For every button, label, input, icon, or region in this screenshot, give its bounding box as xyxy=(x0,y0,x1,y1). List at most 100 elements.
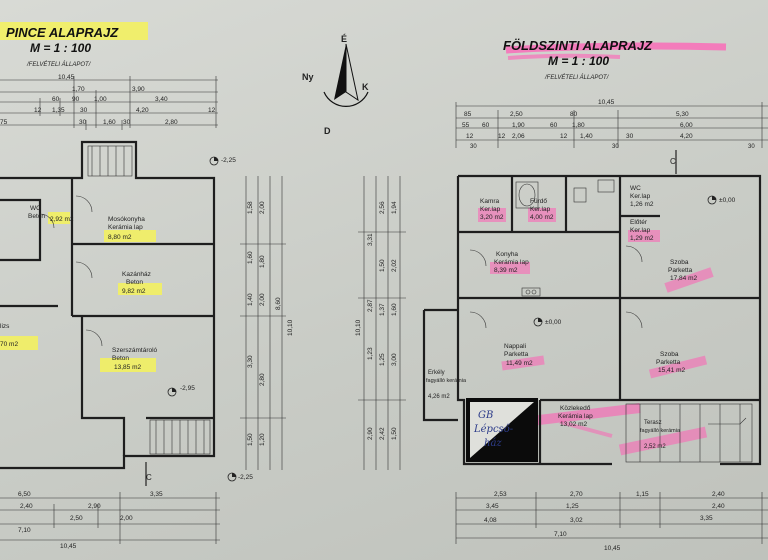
right-dim: 2,02 xyxy=(391,259,398,272)
left-dim: 2,80 xyxy=(165,119,178,126)
left-dim: 2,00 xyxy=(120,515,133,522)
right-dim: 2,90 xyxy=(367,427,374,440)
right-dim: 1,80 xyxy=(572,122,585,129)
stairwell-note-area xyxy=(470,402,534,458)
left-dim: 2,00 xyxy=(259,293,266,306)
room-area: 70 m2 xyxy=(0,341,18,348)
svg-text:Szoba: Szoba xyxy=(660,351,679,358)
right-left-dimension-lines xyxy=(358,176,406,470)
right-dim: 4,08 xyxy=(484,517,497,524)
svg-text:Lépcső-: Lépcső- xyxy=(473,424,514,435)
right-dim: 1,94 xyxy=(391,201,398,214)
left-dim: 10,45 xyxy=(60,543,77,550)
east-label: K xyxy=(362,82,369,92)
svg-text:Konyha: Konyha xyxy=(496,251,518,258)
svg-text:Parketta: Parketta xyxy=(504,351,529,358)
right-room-szoba-1: Szoba Parketta 17,84 m2 xyxy=(668,259,697,282)
svg-text:Ker.lap: Ker.lap xyxy=(630,193,651,200)
svg-text:ház: ház xyxy=(484,438,502,449)
svg-text:WC: WC xyxy=(630,185,641,192)
svg-text:Beton: Beton xyxy=(112,355,129,362)
right-dim: 12 xyxy=(498,133,506,140)
right-dim: 1,15 xyxy=(636,491,649,498)
right-dim: 3,35 xyxy=(700,515,713,522)
svg-text:±0,00: ±0,00 xyxy=(719,197,736,204)
level-mark-icon: -2,25 xyxy=(209,156,236,166)
right-dim: 85 xyxy=(464,111,472,118)
right-dim: 3,45 xyxy=(486,503,499,510)
left-dim: 60 xyxy=(52,96,60,103)
room-area: 8,80 m2 xyxy=(108,234,132,241)
right-plan-status: /FELVÉTELI ÁLLAPOT/ xyxy=(544,74,610,81)
left-bottom-dimension-lines xyxy=(0,492,220,544)
room-area: 8,39 m2 xyxy=(494,267,518,274)
svg-text:C: C xyxy=(670,157,676,166)
left-dim: 3,35 xyxy=(150,491,163,498)
right-dim: 4,20 xyxy=(680,133,693,140)
left-plan: PINCE ALAPRAJZ M = 1 : 100 /FELVÉTELI ÁL… xyxy=(0,25,294,550)
room-area: 11,49 m2 xyxy=(506,360,533,367)
level-mark-icon: ±0,00 xyxy=(533,317,562,327)
room-area: 4,00 m2 xyxy=(530,214,554,221)
left-dim: 2,80 xyxy=(259,373,266,386)
right-dim: 30 xyxy=(748,144,755,150)
left-dim: 1,70 xyxy=(72,86,85,93)
right-dim: 2,06 xyxy=(512,133,525,140)
right-dim: 60 xyxy=(550,122,558,129)
left-plan-stairs xyxy=(39,145,211,455)
room-area: 13,85 m2 xyxy=(114,364,141,371)
svg-text:Kerámia lap: Kerámia lap xyxy=(558,413,593,420)
svg-text:Kerámia lap: Kerámia lap xyxy=(108,224,143,231)
svg-text:Ker.lap: Ker.lap xyxy=(530,206,551,213)
right-dim: 2,50 xyxy=(510,111,523,118)
svg-text:Fürdő: Fürdő xyxy=(530,198,547,205)
svg-text:Beton: Beton xyxy=(28,213,45,220)
right-room-konyha: Konyha Kerámia lap 8,39 m2 xyxy=(494,251,529,274)
section-mark-c: C xyxy=(145,462,152,486)
right-plan-title: FÖLDSZINTI ALAPRAJZ xyxy=(503,38,653,53)
left-plan-status: /FELVÉTELI ÁLLAPOT/ xyxy=(26,61,92,68)
room-area: 2,52 m2 xyxy=(644,444,666,450)
svg-text:Parketta: Parketta xyxy=(656,359,681,366)
left-dim: 30 xyxy=(80,107,88,114)
left-dim: 12 xyxy=(208,107,216,114)
left-dim: 1,60 xyxy=(247,251,254,264)
svg-text:Erkély: Erkély xyxy=(428,370,445,376)
right-dim: 80 xyxy=(570,111,578,118)
south-label: D xyxy=(324,126,331,136)
room-area: 15,41 m2 xyxy=(658,367,685,374)
svg-text:Előtér: Előtér xyxy=(630,219,648,226)
left-dim: 10,10 xyxy=(287,319,294,336)
room-area: 17,84 m2 xyxy=(670,275,697,282)
left-dim: 3,90 xyxy=(132,86,145,93)
left-dim: 30 xyxy=(123,119,131,126)
left-dim: 1,58 xyxy=(247,201,254,214)
left-dim: 90 xyxy=(72,96,80,103)
left-dim: 3,40 xyxy=(155,96,168,103)
left-dim: 3,30 xyxy=(247,355,254,368)
svg-text:Szoba: Szoba xyxy=(670,259,689,266)
svg-text:Parketta: Parketta xyxy=(668,267,693,274)
north-arrow-icon: É Ny K D xyxy=(302,34,369,136)
left-dim: 2,00 xyxy=(259,201,266,214)
left-dim: 1,60 xyxy=(103,119,116,126)
right-dim: 6,00 xyxy=(680,122,693,129)
left-dim: 1,00 xyxy=(94,96,107,103)
right-dim: 3,31 xyxy=(367,233,374,246)
section-mark-c: C xyxy=(670,150,677,174)
right-dim: 10,10 xyxy=(355,319,362,336)
left-dim: 1,40 xyxy=(247,293,254,306)
right-dim: 10,45 xyxy=(598,99,615,106)
left-plan-scale: M = 1 : 100 xyxy=(30,41,91,55)
right-dim: 30 xyxy=(612,144,619,150)
right-room-kamra: Kamra Ker.lap 3,20 m2 xyxy=(480,198,504,221)
left-dim: 1,20 xyxy=(259,433,266,446)
right-dim: 1,40 xyxy=(580,133,593,140)
left-dim: 2,90 xyxy=(88,503,101,510)
svg-text:-2,25: -2,25 xyxy=(221,157,236,164)
left-dim: 4,20 xyxy=(136,107,149,114)
right-room-erkely: Erkély fagyálló kerámia 4,26 m2 xyxy=(426,370,467,400)
svg-text:Kerámia lap: Kerámia lap xyxy=(494,259,529,266)
svg-text:-2,25: -2,25 xyxy=(238,474,253,481)
